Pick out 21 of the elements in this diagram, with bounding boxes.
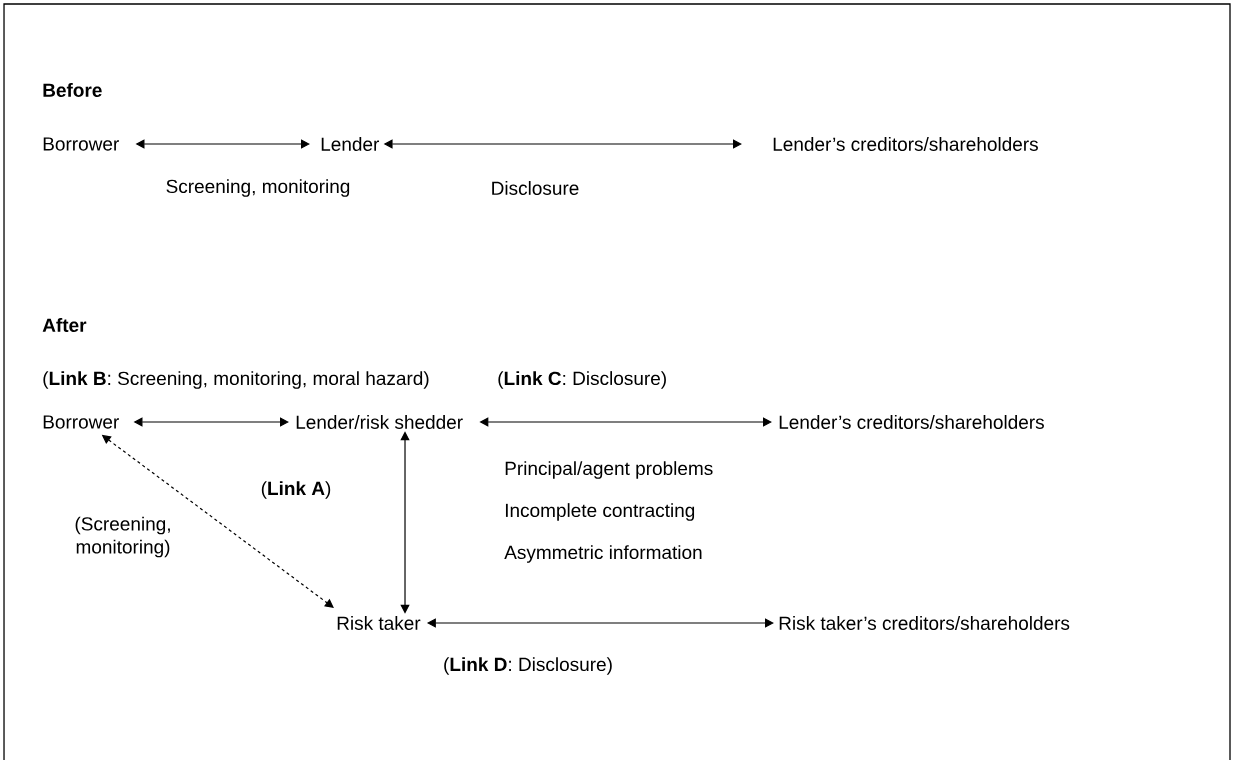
- edge-label: Screening, monitoring: [166, 179, 350, 197]
- text-label: Principal/agent problems: [505, 461, 713, 479]
- edge-label: (Screening, monitoring): [75, 516, 170, 558]
- edge-label: (Link A): [261, 481, 331, 499]
- section-heading: Before: [43, 83, 102, 97]
- text-label: Incomplete contracting: [505, 503, 695, 521]
- text-label: Borrower: [43, 137, 119, 151]
- text-label: Risk taker’s creditors/shareholders: [779, 616, 1070, 630]
- text-label: Asymmetric information: [504, 545, 702, 563]
- arrow: [400, 431, 410, 614]
- edge-label: (Link C: Disclosure): [498, 371, 666, 389]
- edge-label: (Link D: Disclosure): [444, 657, 612, 675]
- text-label: Lender: [321, 137, 380, 151]
- text-label: Lender/risk shedder: [296, 415, 463, 429]
- section-heading: After: [42, 318, 87, 332]
- edge-label: Disclosure: [492, 181, 579, 195]
- text-label: Lender’s creditors/shareholders: [779, 415, 1044, 429]
- edge-label: (Link B: Screening, monitoring, moral hazard): [43, 371, 429, 389]
- text-label: Risk taker: [337, 616, 421, 630]
- text-label: Lender’s creditors/shareholders: [773, 137, 1038, 151]
- text-label: Borrower: [43, 415, 119, 429]
